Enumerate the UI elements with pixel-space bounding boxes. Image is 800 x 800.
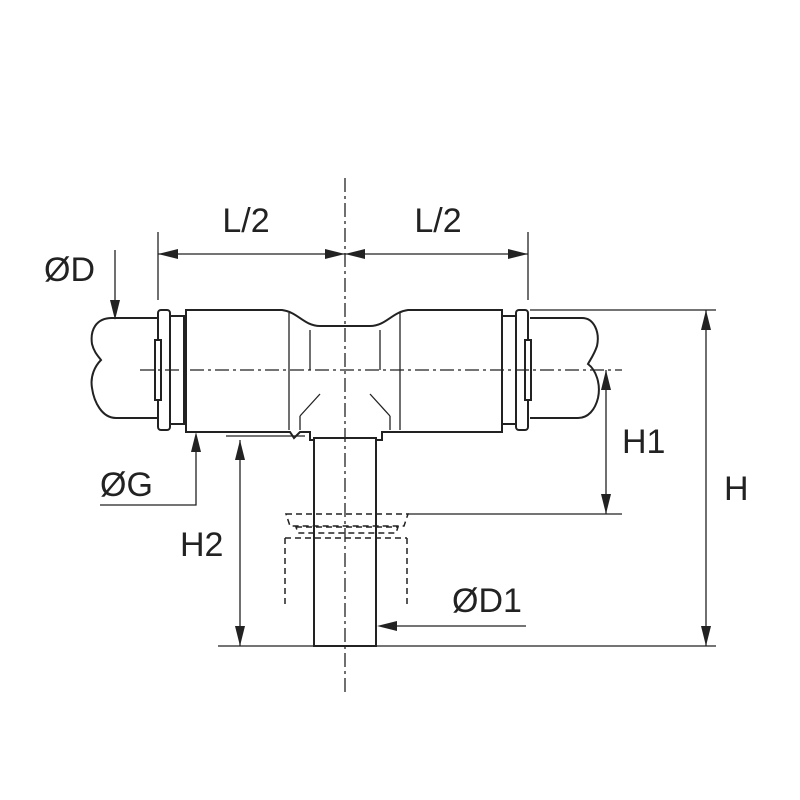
dimension-h1 bbox=[408, 370, 622, 515]
leader-tube-diameter bbox=[110, 250, 120, 320]
dimension-h bbox=[376, 309, 716, 647]
label-tube-diameter: ØD bbox=[44, 251, 95, 289]
label-l-half-left: L/2 bbox=[222, 202, 269, 240]
dimension-l-half bbox=[157, 232, 529, 300]
left-tube bbox=[90, 317, 160, 419]
dimension-h2 bbox=[218, 440, 314, 647]
label-stem-diameter: ØD1 bbox=[452, 582, 522, 620]
fitting-body bbox=[185, 309, 503, 441]
leader-body-diameter bbox=[100, 432, 305, 506]
label-h2: H2 bbox=[180, 526, 223, 564]
hidden-receptacle bbox=[284, 513, 410, 607]
label-h1: H1 bbox=[622, 423, 665, 461]
label-l-half-right: L/2 bbox=[414, 202, 461, 240]
label-body-diameter: ØG bbox=[100, 466, 153, 504]
leader-stem-diameter bbox=[377, 621, 526, 631]
right-tube bbox=[530, 317, 600, 419]
label-h: H bbox=[724, 470, 749, 508]
